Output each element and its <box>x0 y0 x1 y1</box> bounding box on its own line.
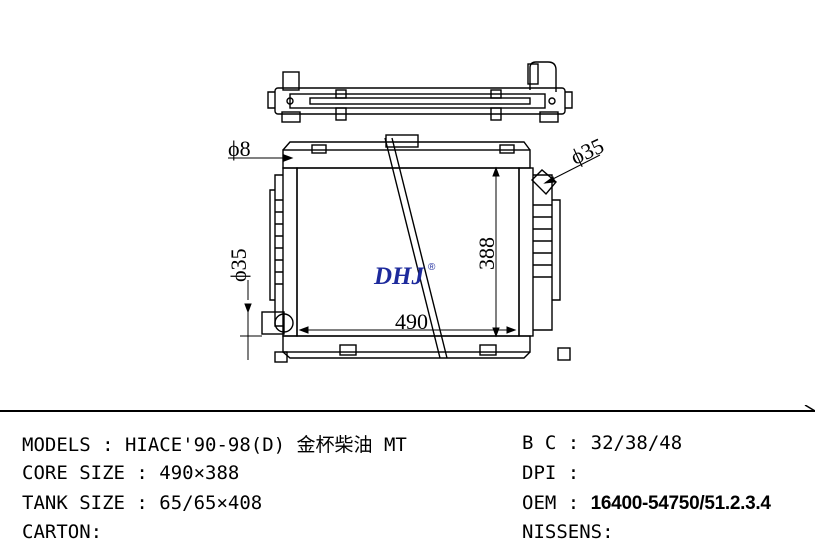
spec-oem-label: OEM : <box>522 492 591 514</box>
spec-oem: OEM : 16400-54750/51.2.3.4 <box>522 492 771 515</box>
lower-outlet-diameter-label: ϕ35 <box>226 248 251 282</box>
top-tank-view <box>267 61 573 123</box>
width-dimension-label: 490 <box>395 309 428 334</box>
spec-core-size: CORE SIZE : 490×388 <box>22 462 240 484</box>
radiator-drawing: ϕ8 ϕ35 ϕ35 388 490 DHJ ® <box>226 61 608 363</box>
spec-dpi: DPI : <box>522 462 580 484</box>
dhj-logo: DHJ <box>373 263 426 290</box>
spec-nissens: NISSENS: <box>522 521 614 543</box>
spec-tank-size: TANK SIZE : 65/65×408 <box>22 492 263 514</box>
height-dimension-label: 388 <box>474 237 499 270</box>
spec-oem-value: 16400-54750/51.2.3.4 <box>590 493 771 514</box>
radiator-front-view <box>261 134 571 363</box>
outlet-diameter-label: ϕ8 <box>228 136 251 161</box>
spec-models: MODELS : HIACE'90-98(D) 金杯柴油 MT <box>22 434 407 456</box>
spec-panel-frame <box>0 405 815 412</box>
spec-bc: B C : 32/38/48 <box>522 432 683 454</box>
registered-mark: ® <box>428 262 436 273</box>
spec-carton: CARTON: <box>22 521 103 543</box>
inlet-diameter-label: ϕ35 <box>567 133 608 170</box>
